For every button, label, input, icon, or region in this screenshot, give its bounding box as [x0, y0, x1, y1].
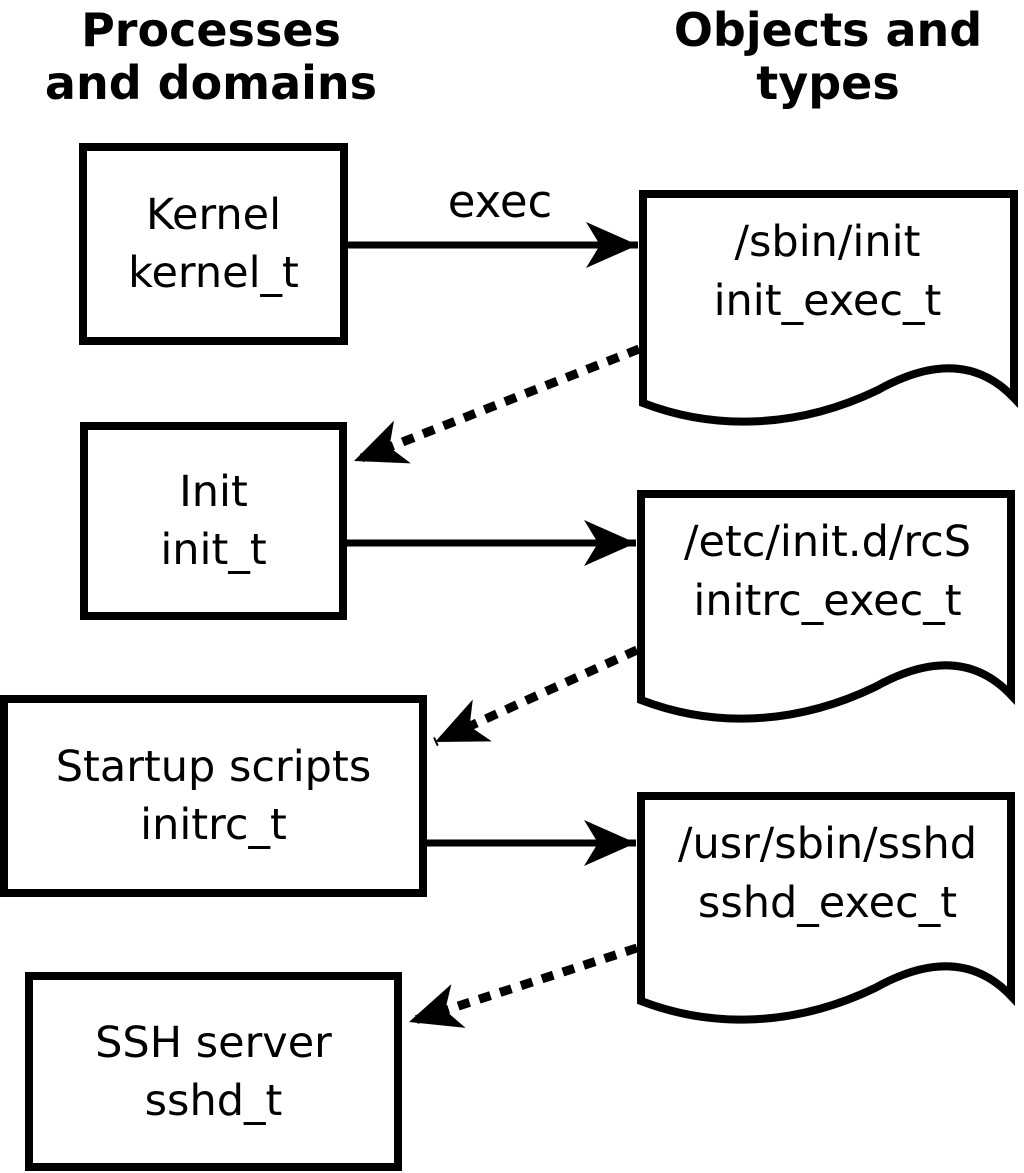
domain-type: initrc_t [140, 800, 287, 850]
exec-arrow-label: exec [447, 175, 553, 228]
transition-arrow-sbin-init-to-init [352, 344, 641, 466]
process-box-startup-scripts: Startup scripts initrc_t [0, 695, 427, 897]
transition-arrow-usr-sbin-sshd-to-sshd [407, 943, 639, 1028]
object-path: /sbin/init [734, 217, 921, 267]
object-type: sshd_exec_t [697, 878, 958, 928]
object-path: /usr/sbin/sshd [677, 819, 978, 869]
heading-line: and domains [44, 56, 378, 110]
process-name: SSH server [95, 1017, 332, 1068]
domain-type: kernel_t [128, 248, 299, 298]
document-shape-etc-initd-rcs [637, 490, 1015, 723]
process-box-init: Init init_t [80, 422, 347, 620]
object-label-etc-initd-rcs: /etc/init.d/rcS initrc_exec_t [641, 513, 1014, 631]
object-type: init_exec_t [713, 276, 942, 326]
domain-type: init_t [160, 525, 267, 575]
object-path: /etc/init.d/rcS [683, 517, 972, 567]
process-box-ssh-server: SSH server sshd_t [25, 972, 402, 1171]
heading-line: Objects and [673, 3, 983, 57]
heading-line: Processes [81, 3, 341, 57]
object-label-sbin-init: /sbin/init init_exec_t [641, 213, 1014, 331]
transition-arrow-etc-initd-rcs-to-startup [433, 645, 639, 747]
object-label-usr-sbin-sshd: /usr/sbin/sshd sshd_exec_t [641, 815, 1014, 933]
document-shape-usr-sbin-sshd [637, 792, 1015, 1024]
heading-line: types [756, 56, 900, 110]
column-heading-processes: Processes and domains [10, 4, 412, 110]
process-name: Kernel [145, 190, 282, 240]
object-type: initrc_exec_t [693, 576, 962, 626]
process-name: Startup scripts [55, 742, 372, 792]
column-heading-objects: Objects and types [632, 4, 1024, 110]
process-box-kernel: Kernel kernel_t [79, 143, 348, 345]
domain-type: sshd_t [144, 1075, 283, 1126]
process-name: Init [179, 467, 248, 517]
document-shape-sbin-init [639, 190, 1018, 426]
